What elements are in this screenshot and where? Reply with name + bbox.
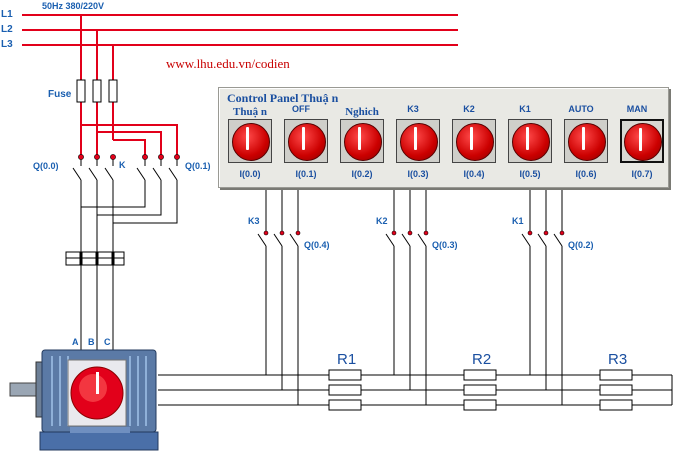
r1-label: R1 — [337, 351, 357, 368]
io-label-5: I(0.5) — [519, 169, 541, 179]
k-label: K — [119, 160, 126, 170]
fuse-label: Fuse — [48, 89, 72, 100]
k2-button[interactable] — [452, 119, 496, 163]
supply-rating: 50Hz 380/220V — [42, 1, 105, 11]
fuses — [76, 79, 118, 103]
control-panel-title: Control Panel Thuậ n — [227, 91, 339, 105]
line-l2-label: L2 — [1, 24, 13, 35]
r2-label: R2 — [472, 351, 492, 368]
btn-label-auto: AUTO — [568, 104, 594, 114]
website-url[interactable]: www.lhu.edu.vn/codien — [166, 56, 290, 71]
k1-button[interactable] — [508, 119, 552, 163]
q04-label: Q(0.4) — [304, 240, 330, 250]
overload-relay — [65, 251, 125, 266]
terminal-c-label: C — [104, 337, 111, 347]
stage-terminal-dots — [263, 230, 565, 236]
io-label-4: I(0.4) — [463, 169, 485, 179]
q02-label: Q(0.2) — [568, 240, 594, 250]
btn-label-thuan: Thuậ n — [233, 106, 267, 118]
io-label-6: I(0.6) — [575, 169, 597, 179]
stage-k3-switches — [257, 187, 299, 405]
motor-wiring — [80, 180, 178, 350]
terminal-a-label: A — [72, 337, 79, 347]
r3-label: R3 — [608, 351, 628, 368]
line-l3-label: L3 — [1, 39, 13, 50]
thuan-button[interactable] — [228, 119, 272, 163]
supply-lines — [22, 14, 458, 46]
off-button[interactable] — [284, 119, 328, 163]
btn-label-off: OFF — [292, 104, 310, 114]
btn-label-k3: K3 — [407, 104, 419, 114]
k3-button[interactable] — [396, 119, 440, 163]
k1-switch-label: K1 — [512, 216, 524, 226]
terminal-dots — [78, 154, 180, 160]
k2-switch-label: K2 — [376, 216, 388, 226]
motor — [9, 349, 159, 451]
k3-switch-label: K3 — [248, 216, 260, 226]
rotor-lines — [158, 374, 673, 406]
io-label-0: I(0.0) — [239, 169, 261, 179]
resistors — [328, 369, 633, 411]
terminal-b-label: B — [88, 337, 95, 347]
io-label-2: I(0.2) — [351, 169, 373, 179]
btn-label-man: MAN — [626, 104, 648, 114]
line-l1-label: L1 — [1, 9, 13, 20]
q00-label: Q(0.0) — [33, 161, 59, 171]
io-label-1: I(0.1) — [295, 169, 317, 179]
stage-k2-switches — [385, 187, 427, 405]
io-label-3: I(0.3) — [407, 169, 429, 179]
btn-label-k1: K1 — [519, 104, 531, 114]
q01-label: Q(0.1) — [185, 161, 211, 171]
stage-k1-switches — [521, 187, 563, 405]
q03-label: Q(0.3) — [432, 240, 458, 250]
nghich-button[interactable] — [340, 119, 384, 163]
man-button[interactable] — [620, 119, 664, 163]
io-label-7: I(0.7) — [631, 169, 653, 179]
btn-label-k2: K2 — [463, 104, 475, 114]
auto-button[interactable] — [564, 119, 608, 163]
btn-label-nghich: Nghich — [345, 106, 379, 118]
control-panel: Control Panel Thuậ n Thuậ n I(0.0) OFF I… — [218, 87, 669, 188]
